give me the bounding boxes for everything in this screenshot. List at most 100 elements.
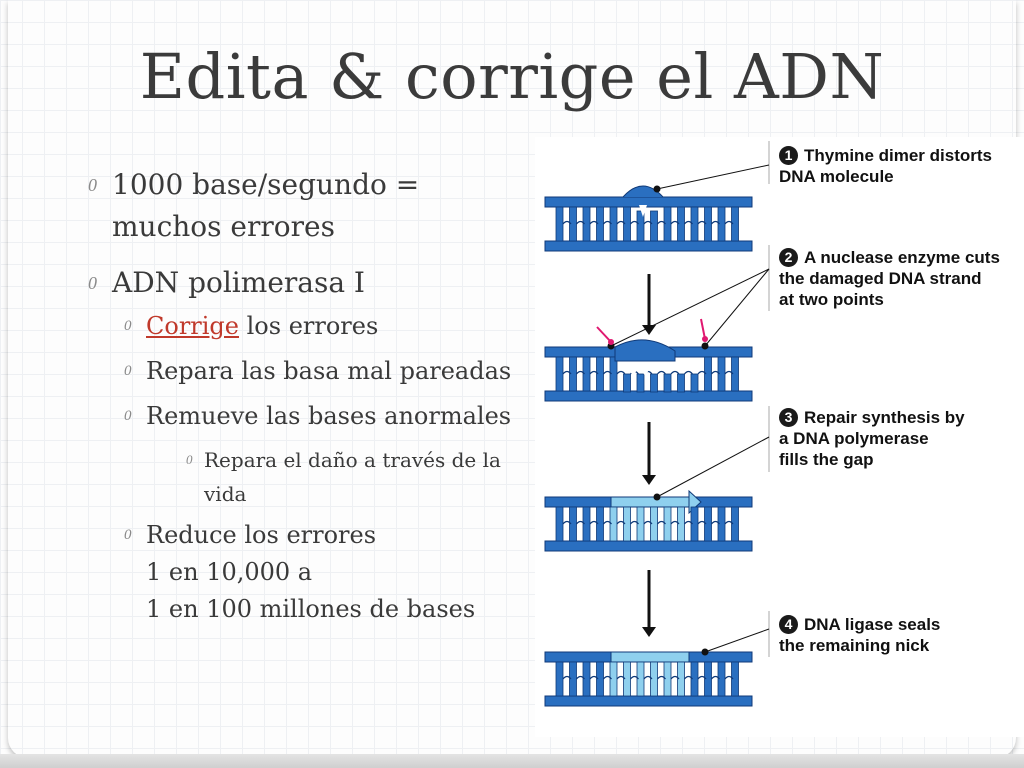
bullet-1: 0 1000 base/segundo = muchos errores: [88, 164, 528, 248]
base-pair-rung: [690, 373, 699, 393]
leader-dot: [653, 185, 661, 193]
leader-line: [610, 268, 770, 347]
bullet-text-line: 1 en 10,000 a: [146, 558, 313, 586]
repaired-segment: [610, 651, 690, 663]
hydrogen-bond-curve: [724, 675, 734, 680]
bullet-text: Remueve las bases anormales: [146, 402, 512, 430]
nuclease-cut-arrowhead: [608, 339, 614, 345]
hydrogen-bond-curve: [576, 675, 585, 680]
bullet-text: los errores: [239, 312, 379, 340]
base-pair-rung: [650, 210, 658, 242]
hydrogen-bond-curve: [562, 675, 572, 680]
hydrogen-bond-curve: [697, 220, 707, 225]
hydrogen-bond-curve: [711, 520, 720, 525]
hydrogen-bond-curve: [724, 220, 734, 225]
nuclease-cut-arrow: [596, 326, 612, 343]
hydrogen-bond-curve: [589, 675, 599, 680]
hydrogen-bond-curve: [670, 675, 680, 680]
step-text: DNA molecule: [779, 167, 894, 186]
step-text: A nuclease enzyme cuts: [804, 248, 1000, 267]
dna-top-strand: [544, 196, 753, 208]
bullet-text: ADN polimerasa I: [112, 266, 365, 299]
step-text: DNA ligase seals: [804, 615, 941, 634]
base-pair-rung: [555, 506, 564, 542]
step-text: Repair synthesis by: [804, 408, 965, 427]
nuclease-cut-arrow: [700, 318, 706, 340]
thymine-dimer-bulge: [622, 185, 664, 198]
hydrogen-bond-curve: [697, 520, 707, 525]
base-pair-rung: [677, 373, 685, 393]
hydrogen-bond-curve: [630, 675, 639, 680]
bullet-text: Repara las basa mal pareadas: [146, 357, 512, 385]
hydrogen-bond-curve: [684, 675, 693, 680]
dna-bottom-strand: [544, 540, 753, 552]
hydrogen-bond-curve: [643, 220, 653, 225]
hydrogen-bond-curve: [711, 675, 720, 680]
base-pair-rung: [650, 373, 658, 393]
excised-segment: [614, 339, 676, 362]
leader-dot: [701, 342, 709, 350]
hydrogen-bond-curve: [616, 370, 626, 375]
base-pair-rung: [663, 373, 672, 393]
hydrogen-bond-curve: [711, 370, 720, 375]
process-arrow-head: [642, 325, 656, 335]
hydrogen-bond-curve: [562, 520, 572, 525]
step-number-badge: 3: [779, 408, 798, 427]
hydrogen-bond-curve: [643, 520, 653, 525]
dna-bottom-strand: [544, 695, 753, 707]
base-pair-rung: [731, 506, 739, 542]
bullet-marker: 0: [88, 175, 97, 195]
dna-bottom-strand: [544, 390, 753, 402]
base-pair-rung: [731, 661, 739, 697]
bullet-marker: 0: [124, 527, 132, 543]
hydrogen-bond-curve: [670, 370, 680, 375]
hydrogen-bond-curve: [657, 220, 666, 225]
process-arrow-head: [642, 475, 656, 485]
base-pair-rung: [623, 373, 631, 393]
hydrogen-bond-curve: [589, 520, 599, 525]
hydrogen-bond-curve: [724, 370, 734, 375]
thymine-dimer: [625, 362, 653, 376]
hydrogen-bond-curve: [697, 370, 707, 375]
step-text: fills the gap: [779, 450, 874, 469]
step-number-badge: 1: [779, 146, 798, 165]
hydrogen-bond-curve: [643, 675, 653, 680]
hydrogen-bond-curve: [657, 370, 666, 375]
nuclease-cut-arrowhead: [702, 336, 708, 342]
hydrogen-bond-curve: [603, 520, 612, 525]
base-pair-rung: [555, 206, 564, 242]
bullet-list: 0 1000 base/segundo = muchos errores 0 A…: [88, 164, 528, 636]
hydrogen-bond-curve: [684, 520, 693, 525]
page-title: Edita & corrige el ADN: [139, 40, 885, 113]
repaired-segment: [610, 496, 690, 508]
leader-dot: [701, 648, 709, 656]
step-text: at two points: [779, 290, 884, 309]
leader-line: [656, 436, 770, 498]
sub-bullet-repara: 0 Repara las basa mal pareadas: [88, 353, 528, 390]
base-pair-rung: [555, 661, 564, 697]
sub-bullet-remueve: 0 Remueve las bases anormales: [88, 398, 528, 435]
process-arrow-head: [642, 627, 656, 637]
step-text: a DNA polymerase: [779, 429, 929, 448]
bullet-marker: 0: [124, 363, 132, 379]
step-3-label: 3 Repair synthesis by a DNA polymerase fi…: [779, 407, 965, 470]
corrige-link[interactable]: Corrige: [146, 312, 239, 340]
bullet-marker: 0: [124, 318, 132, 334]
base-pair-rung: [555, 356, 564, 392]
hydrogen-bond-curve: [670, 520, 680, 525]
bullet-text-line: Reduce los errores: [146, 521, 377, 549]
step-number-badge: 2: [779, 248, 798, 267]
leader-line: [656, 164, 770, 190]
hydrogen-bond-curve: [724, 520, 734, 525]
hydrogen-bond-curve: [630, 520, 639, 525]
hydrogen-bond-curve: [589, 220, 599, 225]
hydrogen-bond-curve: [603, 220, 612, 225]
hydrogen-bond-curve: [657, 675, 666, 680]
hydrogen-bond-curve: [576, 220, 585, 225]
hydrogen-bond-curve: [603, 675, 612, 680]
hydrogen-bond-curve: [657, 520, 666, 525]
